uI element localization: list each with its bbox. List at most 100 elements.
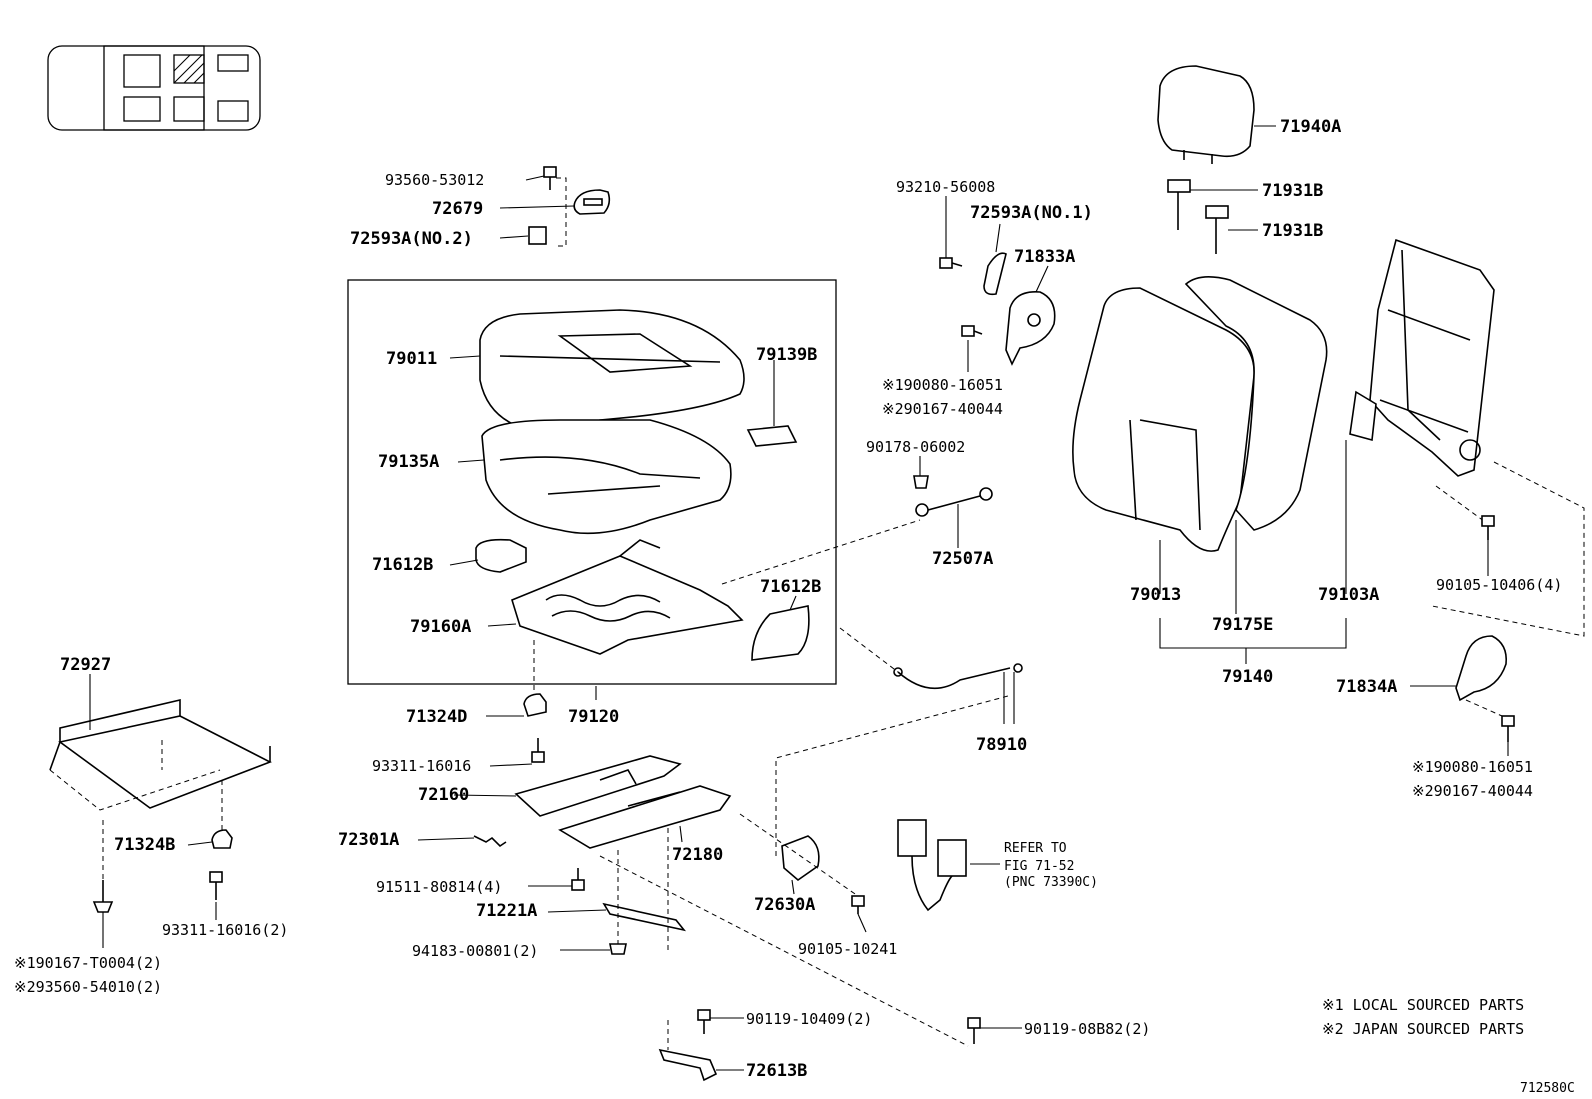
nut-90178-06002-icon (913, 475, 929, 489)
label-72180: 72180 (672, 845, 723, 865)
seat-cushion-pad-icon (481, 419, 732, 535)
hinge-cover-71834A-icon (1455, 635, 1508, 702)
label-90167-40044-a: ※290167-40044 (882, 400, 1003, 418)
clip-72593A-no1-icon (983, 252, 1007, 296)
label-72160: 72160 (418, 785, 469, 805)
label-72927: 72927 (60, 655, 111, 675)
bolt-90080-16051-a-icon (961, 325, 983, 337)
label-93560-53012: 93560-53012 (385, 171, 484, 189)
label-93311-16016-2: 93311-16016(2) (162, 921, 288, 939)
label-72630A: 72630A (754, 895, 815, 915)
label-93560-54010: ※293560-54010(2) (14, 978, 162, 996)
label-90167-40044-b: ※290167-40044 (1412, 782, 1533, 800)
bolt-93560-53012-icon (543, 166, 557, 190)
label-90119-08B82: 90119-08B82(2) (1024, 1020, 1150, 1038)
label-71931B-a: 71931B (1262, 181, 1323, 201)
label-79103A: 79103A (1318, 585, 1379, 605)
spring-72301A-icon (473, 835, 507, 848)
spacer-71324B-icon (211, 829, 233, 849)
bolt-90119-10409-icon (697, 1009, 711, 1034)
illustration-code: 712580C (1520, 1081, 1575, 1096)
label-71324B: 71324B (114, 835, 175, 855)
bolt-91511-80814-icon (571, 868, 585, 891)
seat-cushion-cover-icon (479, 309, 745, 435)
bracket-72630A-icon (781, 835, 820, 882)
spacer-71324D-icon (523, 693, 547, 717)
bracket-72613B-icon (658, 1048, 718, 1082)
cover-72679-icon (573, 189, 611, 215)
seat-back-cover-icon (1072, 287, 1255, 552)
label-79011: 79011 (386, 349, 437, 369)
refer-line-3: (PNC 73390C) (1004, 875, 1098, 890)
hinge-cover-right-icon (751, 605, 810, 661)
refer-line-2: FIG 71-52 (1004, 859, 1074, 874)
refer-note: REFER TO FIG 71-52 (PNC 73390C) (1004, 841, 1098, 890)
label-79013: 79013 (1130, 585, 1181, 605)
label-72679: 72679 (432, 199, 483, 219)
label-90119-10409: 90119-10409(2) (746, 1010, 872, 1028)
plate-71221A-icon (602, 902, 687, 932)
bolt-93210-56008-icon (939, 257, 963, 269)
label-79175E: 79175E (1212, 615, 1273, 635)
seat-back-frame-icon (1349, 238, 1495, 477)
headrest-guide-b-icon (1205, 205, 1229, 254)
label-90080-16051-b: ※190080-16051 (1412, 758, 1533, 776)
label-79135A: 79135A (378, 452, 439, 472)
leader-lines (89, 125, 1509, 1071)
label-90178-06002: 90178-06002 (866, 438, 965, 456)
label-71612B-left: 71612B (372, 555, 433, 575)
label-71612B-right: 71612B (760, 577, 821, 597)
headrest-icon (1157, 65, 1255, 164)
label-72593A-no2: 72593A(NO.2) (350, 229, 473, 249)
seat-adjuster-rail-icon (514, 755, 732, 849)
label-79139B: 79139B (756, 345, 817, 365)
label-93311-16016: 93311-16016 (372, 757, 471, 775)
hinge-71833A-icon (1005, 291, 1056, 366)
seat-belt-buckle-icon (897, 819, 967, 912)
label-71834A: 71834A (1336, 677, 1397, 697)
headrest-guide-a-icon (1167, 179, 1191, 230)
label-79160A: 79160A (410, 617, 471, 637)
label-72593A-no1: 72593A(NO.1) (970, 203, 1093, 223)
legend-note-1: ※1 LOCAL SOURCED PARTS (1322, 996, 1524, 1014)
tray-72927-icon (49, 698, 272, 809)
strap-72507A-icon (915, 487, 993, 517)
legend-note-2: ※2 JAPAN SOURCED PARTS (1322, 1020, 1524, 1038)
seat-frame-icon (511, 539, 744, 655)
label-tag-icon (746, 425, 798, 447)
label-78910: 78910 (976, 735, 1027, 755)
label-71940A: 71940A (1280, 117, 1341, 137)
label-93210-56008: 93210-56008 (896, 178, 995, 196)
nut-94183-00801-icon (609, 943, 627, 955)
bolt-90105-10241-icon (851, 895, 865, 914)
bolt-90119-08B82-icon (967, 1017, 981, 1044)
screw-90167-T0004-icon (92, 880, 114, 913)
label-71324D: 71324D (406, 707, 467, 727)
label-94183-00801: 94183-00801(2) (412, 942, 538, 960)
bolt-90080-16051-b-icon (1501, 715, 1515, 742)
label-71931B-b: 71931B (1262, 221, 1323, 241)
label-72507A: 72507A (932, 549, 993, 569)
label-91511-80814: 91511-80814(4) (376, 878, 502, 896)
label-90167-T0004: ※190167-T0004(2) (14, 954, 162, 972)
refer-line-1: REFER TO (1004, 841, 1067, 856)
label-79140: 79140 (1222, 667, 1273, 687)
bolt-93311-16016-icon (531, 738, 545, 763)
legend: ※1 LOCAL SOURCED PARTS ※2 JAPAN SOURCED … (1322, 996, 1524, 1038)
part-labels: 93560-53012 72679 72593A(NO.2) 79011 791… (14, 117, 1562, 1081)
label-72301A: 72301A (338, 830, 399, 850)
cable-78910-icon (893, 663, 1023, 690)
dash-top-parts (556, 177, 567, 247)
hinge-cover-left-icon (475, 538, 527, 573)
label-90105-10406: 90105-10406(4) (1436, 576, 1562, 594)
label-79120: 79120 (568, 707, 619, 727)
label-71833A: 71833A (1014, 247, 1075, 267)
label-72613B: 72613B (746, 1061, 807, 1081)
bolt-93311-16016-2-icon (209, 871, 223, 900)
seat-cushion-assembly-frame (347, 279, 837, 685)
seat-back-pad-icon (1184, 276, 1328, 531)
locator-thumbnail (47, 45, 261, 131)
label-71221A: 71221A (476, 901, 537, 921)
label-90080-16051-a: ※190080-16051 (882, 376, 1003, 394)
